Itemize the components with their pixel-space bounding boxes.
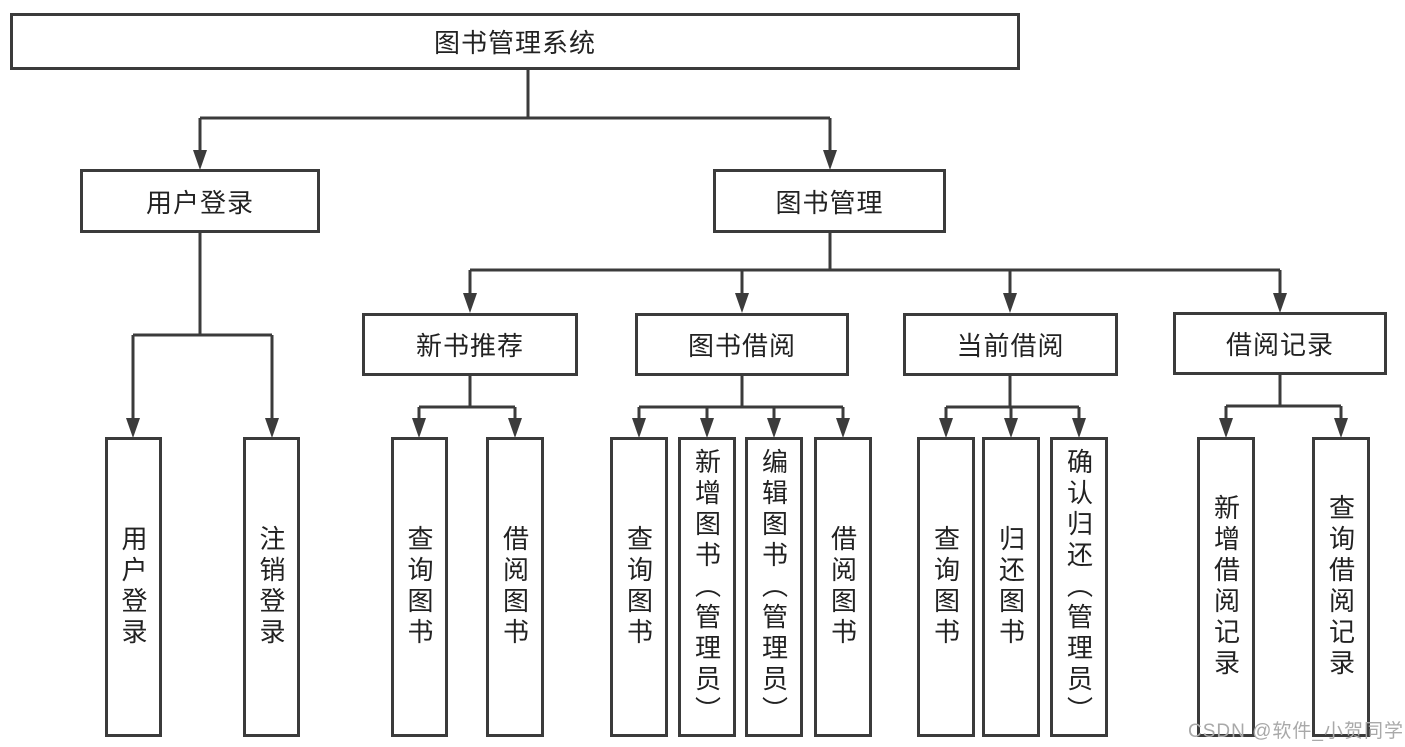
node-user-login: 用户登录	[80, 169, 320, 233]
node-root: 图书管理系统	[10, 13, 1020, 70]
arrow-down-icon	[126, 418, 140, 438]
arrow-down-icon	[412, 418, 426, 438]
leaf-borrow-add: 新增图书（管理员）	[678, 437, 736, 737]
connector-book-mgmt-branch	[468, 233, 1282, 295]
leaf-newbook-query: 查询图书	[391, 437, 448, 737]
leaf-current-confirm: 确认归还（管理员）	[1050, 437, 1108, 737]
node-current-borrow: 当前借阅	[903, 313, 1118, 376]
arrow-down-icon	[1219, 418, 1233, 438]
leaf-user-login: 用户登录	[105, 437, 162, 737]
leaf-logout: 注销登录	[243, 437, 300, 737]
leaf-current-query: 查询图书	[917, 437, 975, 737]
arrow-down-icon	[836, 418, 850, 438]
arrow-down-icon	[1334, 418, 1348, 438]
connector-borrow-branch	[637, 376, 845, 420]
node-new-book-rec: 新书推荐	[362, 313, 578, 376]
arrow-down-icon	[193, 150, 207, 170]
leaf-newbook-borrow: 借阅图书	[486, 437, 544, 737]
node-borrow-records: 借阅记录	[1173, 312, 1387, 375]
arrow-down-icon	[1004, 418, 1018, 438]
connector-records-branch	[1224, 375, 1343, 420]
arrow-down-icon	[632, 418, 646, 438]
arrow-down-icon	[508, 418, 522, 438]
leaf-records-add: 新增借阅记录	[1197, 437, 1255, 737]
arrow-down-icon	[1003, 293, 1017, 313]
leaf-current-return: 归还图书	[982, 437, 1040, 737]
arrow-down-icon	[700, 418, 714, 438]
connector-root-branch	[198, 70, 832, 152]
arrow-down-icon	[735, 293, 749, 313]
connector-new-book-branch	[417, 376, 517, 420]
arrow-down-icon	[939, 418, 953, 438]
connector-user-login-branch	[131, 233, 274, 420]
arrow-down-icon	[265, 418, 279, 438]
arrow-down-icon	[1273, 293, 1287, 313]
leaf-borrow-borrow: 借阅图书	[814, 437, 872, 737]
leaf-records-query: 查询借阅记录	[1312, 437, 1370, 737]
leaf-borrow-edit: 编辑图书（管理员）	[745, 437, 803, 737]
watermark: CSDN @软件_小贺同学	[1188, 721, 1404, 742]
arrow-down-icon	[1072, 418, 1086, 438]
leaf-borrow-query: 查询图书	[610, 437, 668, 737]
arrow-down-icon	[463, 293, 477, 313]
node-book-mgmt: 图书管理	[713, 169, 946, 233]
connector-current-branch	[944, 376, 1081, 420]
arrow-down-icon	[823, 150, 837, 170]
arrow-down-icon	[767, 418, 781, 438]
node-book-borrow: 图书借阅	[635, 313, 849, 376]
